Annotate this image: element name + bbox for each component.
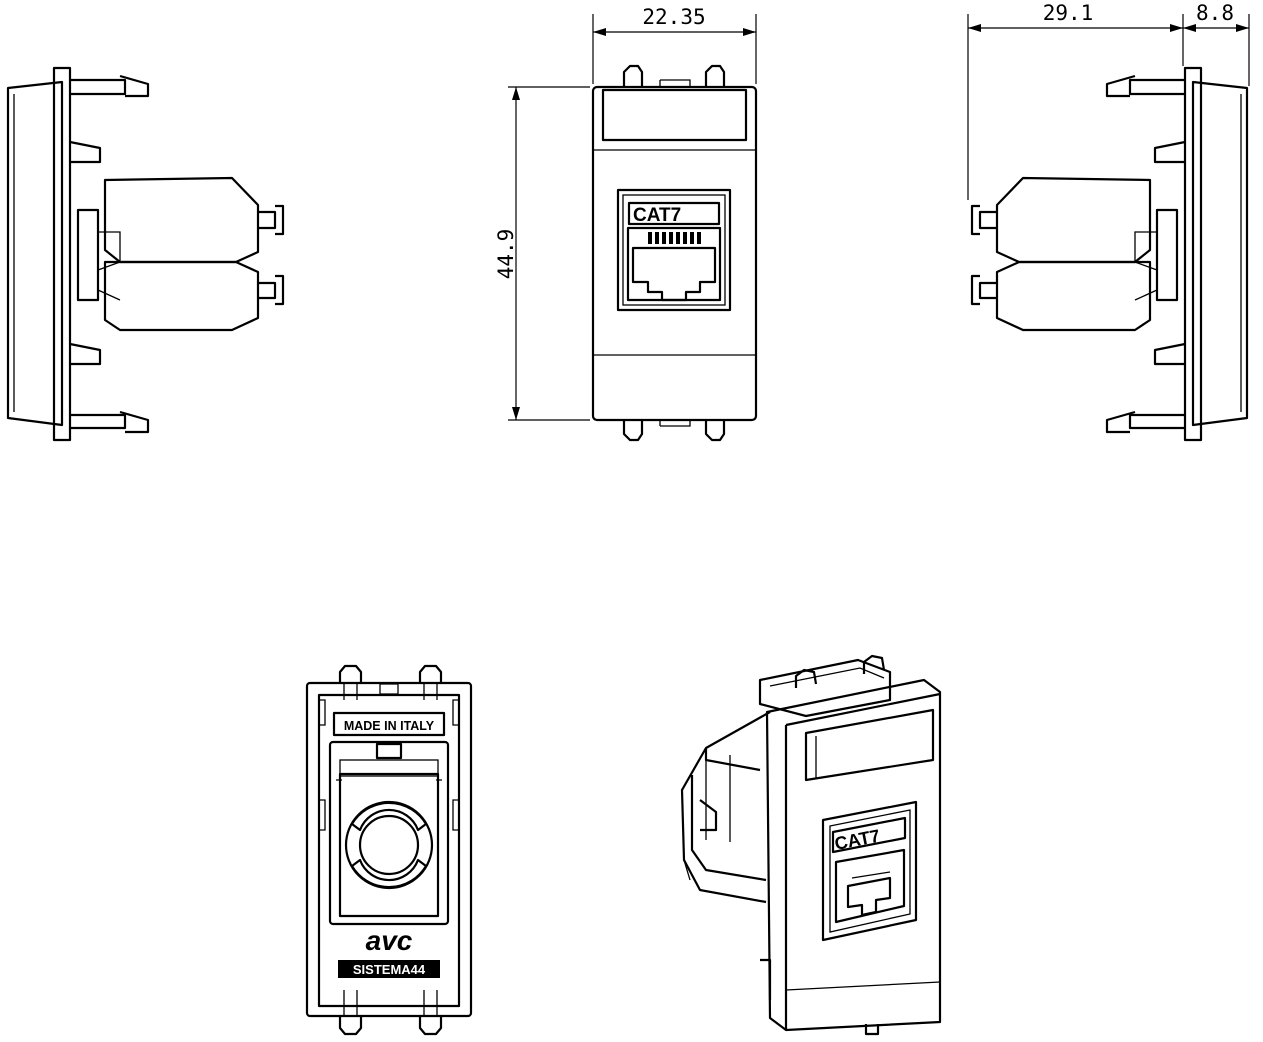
left-side-view xyxy=(6,66,285,442)
isometric-view: CAT7 xyxy=(680,654,942,1036)
product-code-label: SISTEMA44 xyxy=(353,962,426,977)
height-value: 44.9 xyxy=(494,229,518,280)
front-cat-label: CAT7 xyxy=(633,205,681,226)
width-front-value: 22.35 xyxy=(642,5,705,29)
dimension-width-front: 22.35 xyxy=(592,5,757,84)
made-in-label: MADE IN ITALY xyxy=(344,719,435,733)
dimension-height: 44.9 xyxy=(494,86,590,421)
front-view: CAT7 xyxy=(591,64,758,442)
contact-pins xyxy=(648,232,701,244)
depth-body-value: 29.1 xyxy=(1043,1,1094,25)
rear-view: MADE IN ITALY avc SISTEMA44 xyxy=(305,664,473,1036)
brand-logo: avc xyxy=(366,925,413,956)
depth-plate-value: 8.8 xyxy=(1196,1,1234,25)
dimension-depth: 29.1 8.8 xyxy=(967,1,1250,200)
right-side-view xyxy=(970,66,1249,442)
